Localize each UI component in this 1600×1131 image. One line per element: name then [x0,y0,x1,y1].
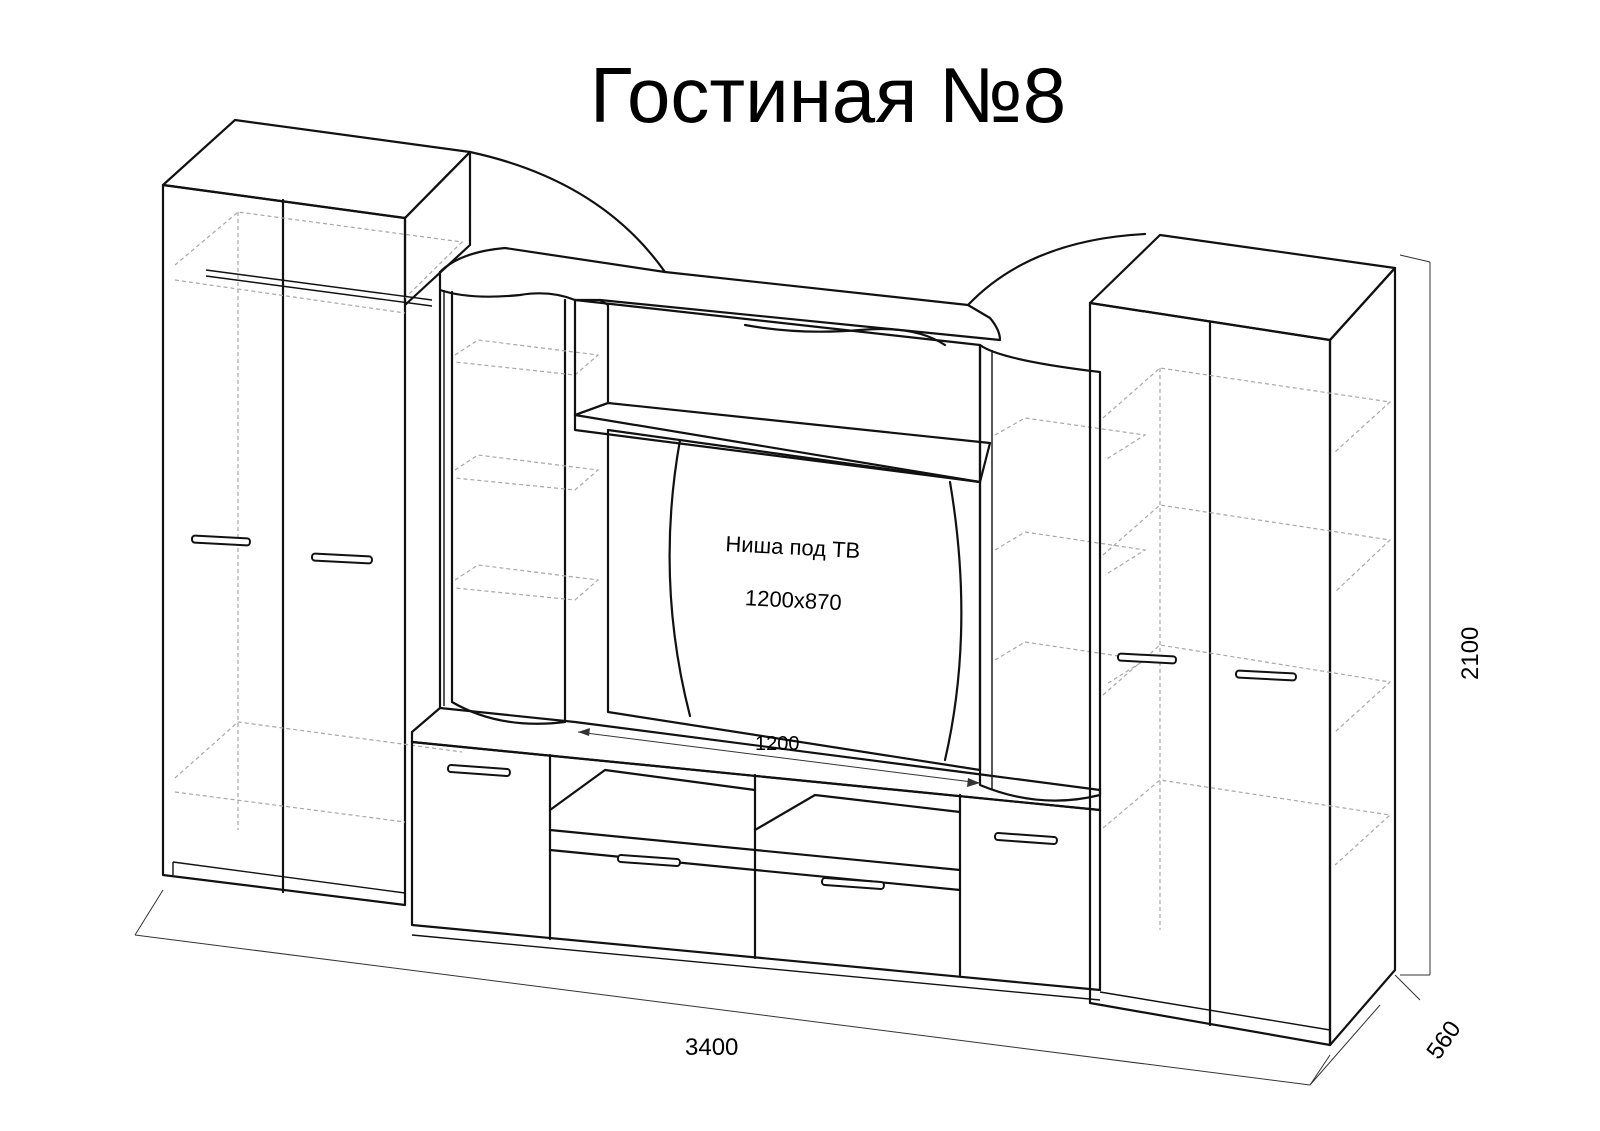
right-wardrobe [1088,233,1397,1047]
drawer-2-handle[interactable] [820,877,885,890]
page-title: Гостиная №8 [590,51,1066,139]
left-wardrobe-handle-2[interactable] [310,552,373,565]
tv-niche [606,428,982,772]
depth-label: 560 [1421,1016,1466,1064]
total-width-label: 3400 [685,1034,738,1061]
drawer-1-handle[interactable] [616,854,681,867]
center-section: Ниша под ТВ 1200x870 1200 [410,150,1147,1001]
right-wardrobe-handle-2[interactable] [1234,669,1297,682]
overall-dimensions: 3400 560 2100 [134,254,1484,1086]
left-door-handle[interactable] [446,764,511,777]
tv-niche-size: 1200x870 [744,585,842,615]
niche-width-label: 1200 [755,733,800,755]
tv-niche-label: Ниша под ТВ [725,531,861,563]
height-label: 2100 [1457,627,1484,680]
left-wardrobe-handle-1[interactable] [190,534,251,547]
left-wardrobe [161,118,472,907]
right-wardrobe-handle-1[interactable] [1116,652,1177,665]
right-door-handle[interactable] [993,832,1058,845]
